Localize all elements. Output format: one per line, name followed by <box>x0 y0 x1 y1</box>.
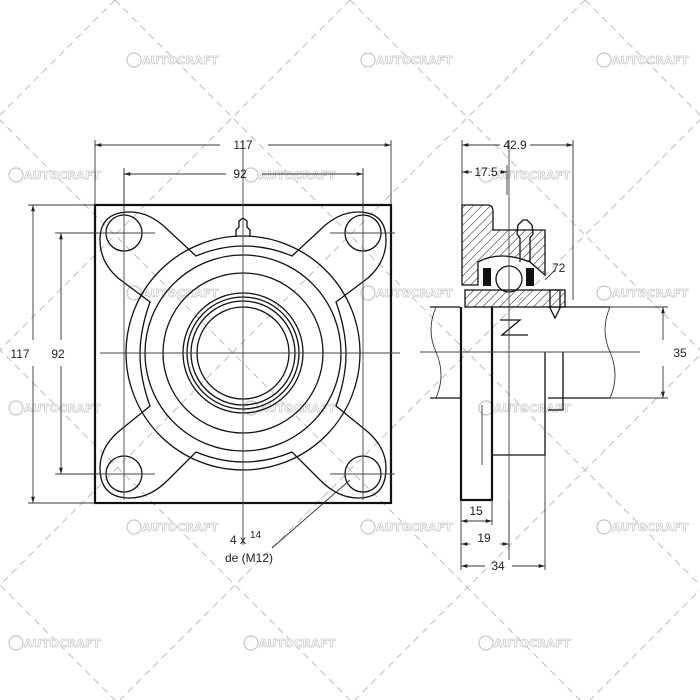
svg-text:AUTOCRAFT: AUTOCRAFT <box>376 521 453 534</box>
dim-overall-width: 117 <box>233 138 252 152</box>
dim-bolt-spacing-height: 92 <box>51 347 65 361</box>
svg-text:AUTOCRAFT: AUTOCRAFT <box>259 169 336 182</box>
dim-bolt-spacing-width: 92 <box>233 167 247 181</box>
svg-text:AUTOCRAFT: AUTOCRAFT <box>142 54 219 67</box>
dim-shaft-diameter: 35 <box>673 346 687 360</box>
watermarks: AUTOCRAFT AUTOCRAFT AUTOCRAFT AUTOCRAFT … <box>8 52 689 651</box>
side-dimensions: 42.9 17.5 72 35 15 19 34 <box>460 138 687 573</box>
dim-bolt-spec: de (M12) <box>225 551 273 565</box>
svg-text:AUTOCRAFT: AUTOCRAFT <box>376 287 453 300</box>
shaft <box>430 306 610 399</box>
break-symbol <box>500 319 528 336</box>
dim-flange-to-center: 19 <box>477 531 491 545</box>
svg-text:AUTOCRAFT: AUTOCRAFT <box>612 54 689 67</box>
side-view <box>420 140 640 560</box>
dim-bearing-od: 72 <box>552 261 566 275</box>
side-flange <box>459 307 494 502</box>
set-screw <box>549 289 561 320</box>
svg-text:AUTOCRAFT: AUTOCRAFT <box>142 287 219 300</box>
grease-nipple-side <box>516 219 534 262</box>
svg-text:AUTOCRAFT: AUTOCRAFT <box>612 521 689 534</box>
svg-text:AUTOCRAFT: AUTOCRAFT <box>376 54 453 67</box>
svg-text:AUTOCRAFT: AUTOCRAFT <box>24 169 101 182</box>
svg-text:AUTOCRAFT: AUTOCRAFT <box>494 637 571 650</box>
dim-overall-depth: 34 <box>491 559 505 573</box>
svg-text:AUTOCRAFT: AUTOCRAFT <box>612 287 689 300</box>
dim-overall-height: 117 <box>10 347 29 361</box>
svg-text:AUTOCRAFT: AUTOCRAFT <box>24 637 101 650</box>
svg-text:AUTOCRAFT: AUTOCRAFT <box>259 637 336 650</box>
svg-text:AUTOCRAFT: AUTOCRAFT <box>24 402 101 415</box>
front-view <box>55 140 400 545</box>
dim-bolt-count: 4 x <box>230 533 246 547</box>
front-dimensions: 117 92 117 92 4 x 14 de (M12) <box>10 138 392 565</box>
dim-flange-thickness: 15 <box>469 504 483 518</box>
flange-body <box>99 211 387 499</box>
svg-text:AUTOCRAFT: AUTOCRAFT <box>142 521 219 534</box>
dim-total-length: 42.9 <box>503 138 527 152</box>
svg-text:AUTOCRAFT: AUTOCRAFT <box>494 402 571 415</box>
svg-text:AUTOCRAFT: AUTOCRAFT <box>259 402 336 415</box>
housing-section <box>461 204 546 286</box>
dim-housing-offset: 17.5 <box>474 165 498 179</box>
svg-text:AUTOCRAFT: AUTOCRAFT <box>494 169 571 182</box>
dim-bolt-hole-diameter: 14 <box>250 530 262 541</box>
